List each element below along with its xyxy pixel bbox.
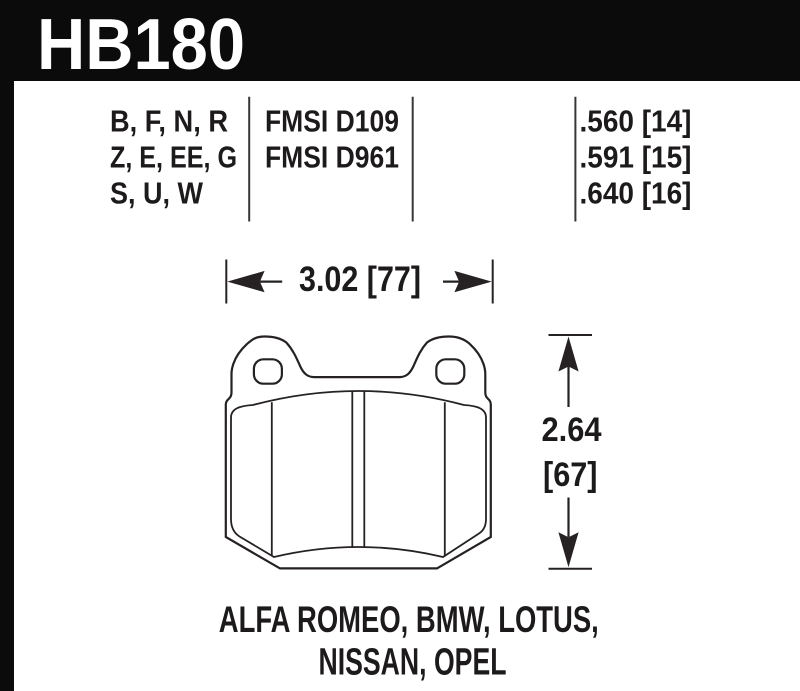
svg-text:ALFA ROMEO, BMW, LOTUS,: ALFA ROMEO, BMW, LOTUS, (219, 599, 599, 640)
svg-text:.560 [14]: .560 [14] (580, 106, 692, 139)
svg-text:NISSAN, OPEL: NISSAN, OPEL (319, 642, 507, 684)
svg-text:FMSI D109: FMSI D109 (265, 106, 399, 139)
svg-text:[67]: [67] (543, 456, 598, 494)
svg-text:HB180: HB180 (37, 4, 245, 85)
svg-text:.640 [16]: .640 [16] (580, 177, 692, 210)
svg-text:2.64: 2.64 (542, 411, 602, 449)
svg-text:FMSI D961: FMSI D961 (265, 141, 399, 174)
svg-text:.591 [15]: .591 [15] (580, 141, 692, 174)
svg-text:S, U, W: S, U, W (110, 177, 203, 210)
svg-text:B, F, N, R: B, F, N, R (110, 106, 228, 139)
svg-text:Z, E, EE, G: Z, E, EE, G (110, 141, 237, 174)
svg-text:3.02 [77]: 3.02 [77] (299, 260, 421, 299)
